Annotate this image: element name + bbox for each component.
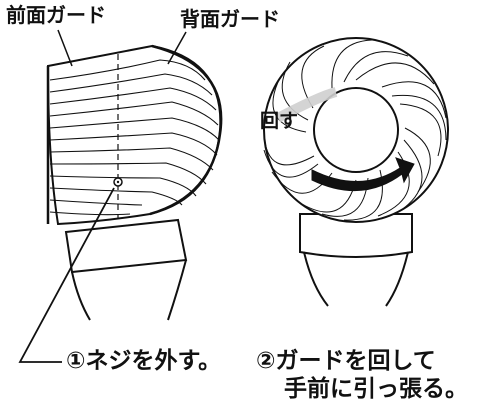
guard-wires [49, 59, 220, 216]
rotation-highlight [275, 87, 338, 123]
step1-text: ①ネジを外す。 [66, 348, 222, 374]
guard-center-hub [313, 87, 399, 173]
rotate-label: 回す [260, 110, 299, 132]
front-guard-leader [57, 29, 73, 67]
left-fan-side-view [18, 29, 223, 363]
right-fan-front-view [263, 37, 449, 307]
rotate-arrow [311, 157, 415, 192]
back-guard-label: 背面ガード [180, 7, 280, 31]
screw-leader [18, 187, 115, 363]
front-guard-label: 前面ガード [6, 3, 106, 27]
left-base-neck [71, 259, 187, 321]
right-base-neck [303, 251, 409, 307]
back-guard-leader [167, 31, 187, 65]
right-base-collar [299, 213, 413, 258]
step2-line2-text: 手前に引っ張る。 [284, 376, 468, 402]
step2-line1-text: ②ガードを回して [256, 348, 436, 374]
left-base-collar [64, 218, 188, 274]
back-guard-arc [149, 44, 223, 216]
